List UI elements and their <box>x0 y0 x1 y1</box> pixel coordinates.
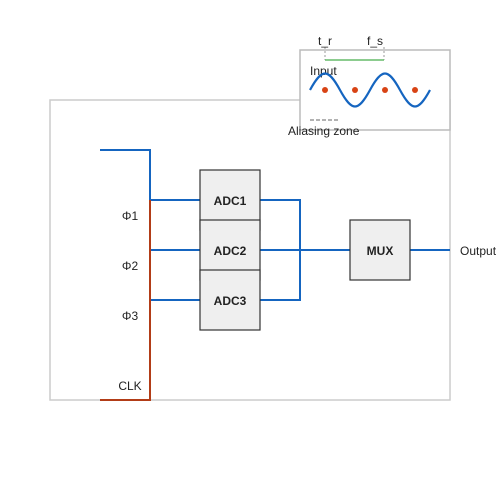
aliasing-zone-label: Aliasing zone <box>288 124 360 138</box>
clock-label: CLK <box>118 379 141 393</box>
sample-point <box>412 87 418 93</box>
adc-output-wires <box>260 199 450 301</box>
adc-label: ADC3 <box>214 294 247 308</box>
tr-label: t_r <box>318 34 332 48</box>
fs-label: f_s <box>367 34 383 48</box>
phase-label-2: Φ2 <box>122 259 139 273</box>
adc-label: ADC2 <box>214 244 247 258</box>
mux-label: MUX <box>367 244 394 258</box>
phase-label-3: Φ3 <box>122 309 139 323</box>
output-label: Output <box>460 244 497 258</box>
sample-point <box>382 87 388 93</box>
sample-point <box>352 87 358 93</box>
adc-block-3: ADC3 <box>199 269 261 331</box>
input-sine-wave <box>309 72 431 108</box>
input-signal-label: Input <box>310 64 337 78</box>
sampling-inset: t_r f_s Input Aliasing zone <box>288 34 451 138</box>
clock-line <box>100 200 151 401</box>
sample-point <box>322 87 328 93</box>
mux-block: MUX <box>349 219 411 281</box>
adc-label: ADC1 <box>214 194 247 208</box>
phase-label-1: Φ1 <box>122 209 139 223</box>
